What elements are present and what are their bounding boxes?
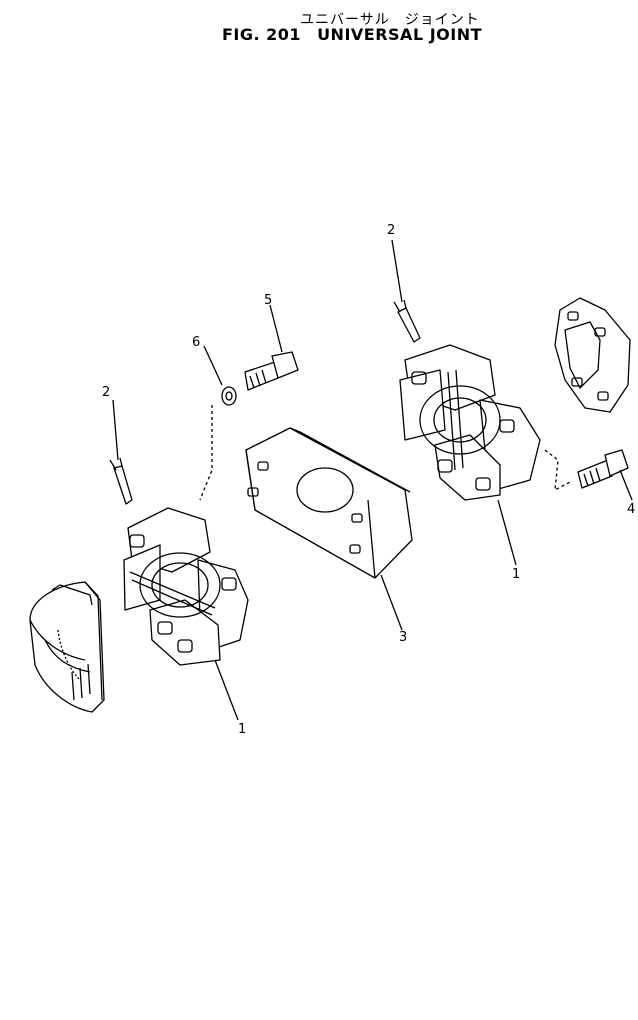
grease-fitting-right [391, 239, 421, 343]
cross-bearing-left [123, 507, 249, 666]
callout-6: 6 [192, 335, 200, 350]
grease-fitting-left [109, 399, 133, 505]
callout-3: 3 [399, 630, 407, 645]
center-yoke [245, 427, 413, 631]
callout-1-left: 1 [238, 722, 246, 737]
figure-number: FIG. 201 [222, 25, 302, 44]
callout-4: 4 [627, 502, 635, 517]
lock-washer [199, 345, 237, 501]
bolt-right [544, 449, 633, 501]
callout-2-left: 2 [102, 385, 110, 400]
cross-bearing-right [399, 344, 541, 566]
bolt-upper [244, 304, 299, 391]
figure-title: FIG. 201 UNIVERSAL JOINT [222, 25, 482, 44]
figure-title-english: UNIVERSAL JOINT [317, 25, 483, 44]
flange-yoke-left [29, 581, 105, 713]
callout-2-right: 2 [387, 223, 395, 238]
callout-1-right: 1 [512, 567, 520, 582]
callout-5: 5 [264, 293, 272, 308]
flange-yoke-right [554, 297, 631, 413]
figure-title-japanese: ユニバーサル ジョイント [300, 12, 480, 28]
